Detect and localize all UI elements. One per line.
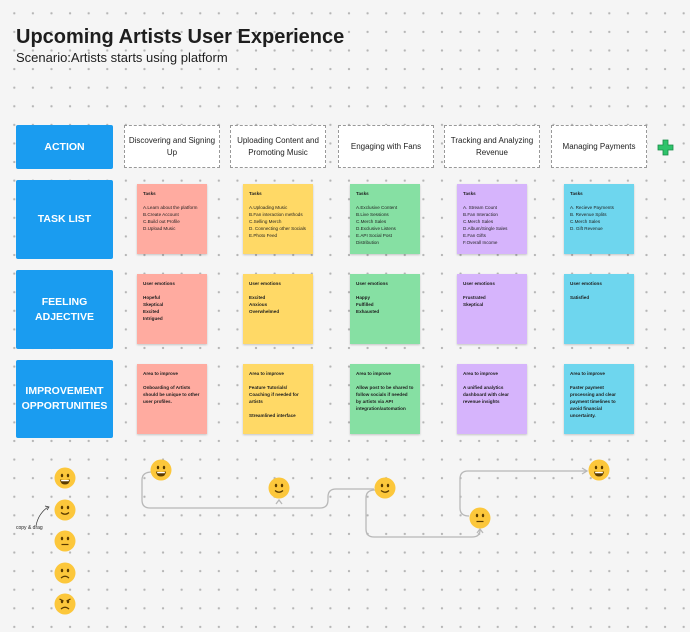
sticky-body: A.Learn about the platform B.Create Acco…	[143, 205, 198, 231]
sticky-heading: Area to improve	[356, 371, 391, 376]
sticky-body: Allow post to be shared to follow social…	[356, 385, 414, 411]
sticky-body: Frustrated Skeptical	[463, 295, 486, 307]
column-header[interactable]: Discovering and Signing Up	[124, 125, 220, 168]
board-title: Upcoming Artists User Experience	[16, 26, 345, 48]
row-label-feeling[interactable]: FEELING ADJECTIVE	[16, 270, 113, 349]
sticky-heading: Area to improve	[463, 371, 498, 376]
board-subtitle: Scenario:Artists starts using platform	[16, 50, 228, 65]
journey-grinning-face-icon[interactable]	[588, 459, 610, 481]
sticky-body: Satisfied	[570, 295, 590, 300]
column-header[interactable]: Uploading Content and Promoting Music	[230, 125, 326, 168]
sticky-heading: Tasks	[143, 191, 156, 196]
sticky-heading: User emotions	[463, 281, 495, 286]
sticky-body: Excited Anxious Overwhelmed	[249, 295, 280, 314]
add-column-plus-icon[interactable]	[657, 139, 674, 156]
angry-face-icon[interactable]	[54, 593, 76, 615]
row-label-improvement[interactable]: IMPROVEMENT OPPORTUNITIES	[16, 360, 113, 438]
row-label-task-list[interactable]: TASK LIST	[16, 180, 113, 259]
sticky-body: Faster payment processing and clear paym…	[570, 385, 616, 418]
grinning-face-icon[interactable]	[54, 467, 76, 489]
sticky-heading: User emotions	[249, 281, 281, 286]
sticky-note-tasks[interactable]: Tasks A. Recieve Payments B. Revenue Spli…	[564, 184, 634, 254]
sticky-heading: Area to improve	[570, 371, 605, 376]
sticky-body: Onboarding of Artists should be unique t…	[143, 385, 200, 404]
copy-drag-note: copy & drag	[16, 525, 43, 531]
row-label-action[interactable]: ACTION	[16, 125, 113, 169]
journey-smiling-face-icon[interactable]	[374, 477, 396, 499]
journey-neutral-face-icon[interactable]	[469, 507, 491, 529]
sticky-body: Feature Tutorials/ Coaching if needed fo…	[249, 385, 299, 418]
sticky-body: A unified analytics dashboard with clear…	[463, 385, 509, 404]
sticky-body: A.Exclusive Content B.Live Sessions C.Me…	[356, 205, 398, 245]
sticky-heading: User emotions	[356, 281, 388, 286]
sticky-heading: Tasks	[570, 191, 583, 196]
sticky-heading: Tasks	[356, 191, 369, 196]
sticky-heading: Tasks	[463, 191, 476, 196]
sticky-note-tasks[interactable]: Tasks A. Stream Count B.Fan Interaction C…	[457, 184, 527, 254]
column-header[interactable]: Tracking and Analyzing Revenue	[444, 125, 540, 168]
neutral-face-icon[interactable]	[54, 530, 76, 552]
column-header[interactable]: Managing Payments	[551, 125, 647, 168]
sticky-body: A. Recieve Payments B. Revenue Splits C.…	[570, 205, 614, 231]
sticky-heading: User emotions	[143, 281, 175, 286]
sticky-heading: Tasks	[249, 191, 262, 196]
sticky-heading: Area to improve	[249, 371, 284, 376]
sticky-body: A. Stream Count B.Fan Interaction C.Merc…	[463, 205, 508, 245]
frowning-face-icon[interactable]	[54, 562, 76, 584]
smiling-face-icon[interactable]	[54, 499, 76, 521]
sticky-body: Hopeful Skeptical Excited Intrigued	[143, 295, 164, 321]
journey-grinning-face-icon[interactable]	[150, 459, 172, 481]
sticky-heading: User emotions	[570, 281, 602, 286]
column-header[interactable]: Engaging with Fans	[338, 125, 434, 168]
sticky-heading: Area to improve	[143, 371, 178, 376]
journey-smiling-face-icon[interactable]	[268, 477, 290, 499]
sticky-body: A.Uploading Music B.Fan interaction meth…	[249, 205, 306, 238]
sticky-note-improve[interactable]: Area to improve A unified analytics dashb…	[457, 364, 527, 434]
sticky-body: Happy Fulfilled Exhausted	[356, 295, 380, 314]
